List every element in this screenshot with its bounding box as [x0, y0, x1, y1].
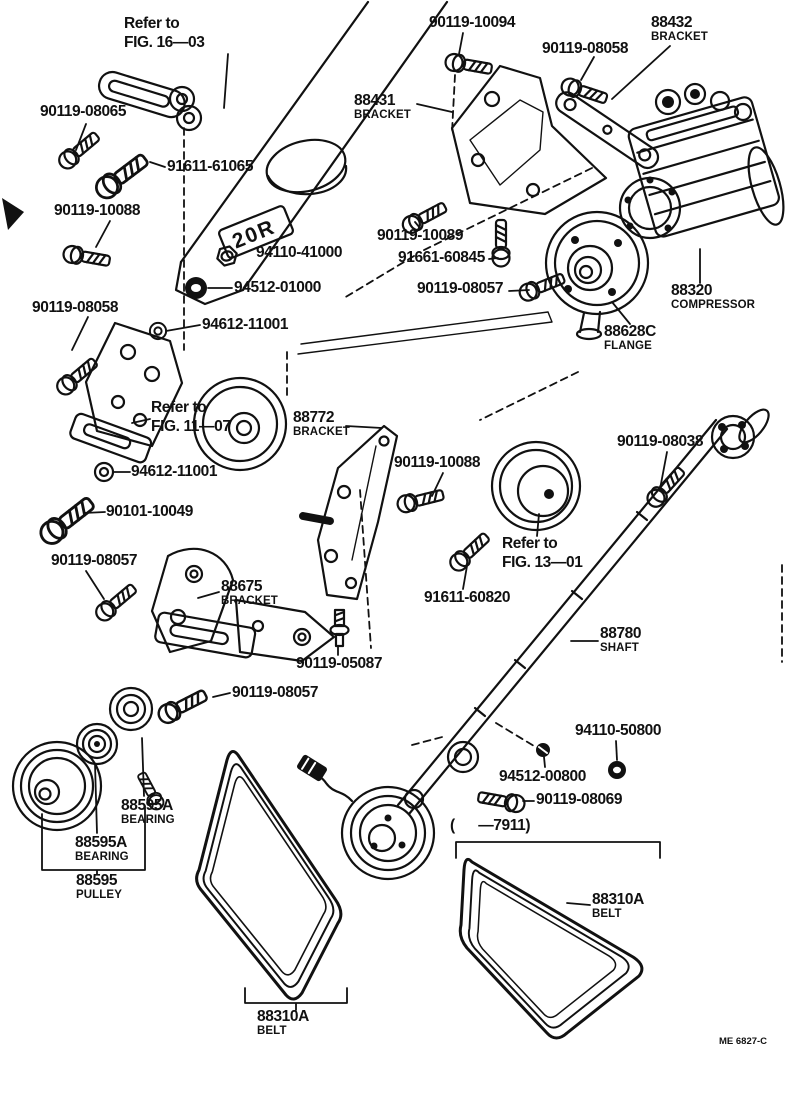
- part-label-90119-08057-c: 90119-08057: [232, 684, 319, 701]
- part-label-94612-11001-a: 94612-11001: [202, 316, 289, 333]
- part-label-90119-08058-b: 90119-08058: [542, 40, 629, 57]
- bolt-91611-60820-icon: [445, 528, 494, 576]
- pulley-88595: [11, 740, 103, 832]
- leader-lines: [41, 32, 701, 1011]
- part-label-90101-10049: 90101-10049: [106, 503, 193, 520]
- part-label-90119-10089: 90119-10089: [377, 227, 464, 244]
- bolt-90119-08057-a-icon: [91, 579, 141, 626]
- compressor-88320: [618, 82, 785, 240]
- part-label-94110-41000: 94110-41000: [256, 244, 343, 261]
- idler-pulley: [490, 440, 582, 532]
- part-label-90119-08058-a: 90119-08058: [32, 299, 119, 316]
- bolt-90119-10088-a-icon: [61, 243, 113, 271]
- bracket-88432: [555, 91, 660, 170]
- bracket-88675: [150, 547, 336, 663]
- bracket-88772: [299, 424, 399, 601]
- part-label-90119-08057-a: 90119-08057: [51, 552, 138, 569]
- bolt-tip-edge-icon: [2, 198, 24, 230]
- part-label-90119-08038: 90119-08038: [617, 433, 704, 450]
- bolt-90101-10049-icon: [34, 491, 100, 550]
- part-label-90119-08065: 90119-08065: [40, 103, 127, 120]
- bolt-90119-08069-icon: [475, 787, 527, 815]
- bolt-91611-61065-icon: [90, 148, 153, 204]
- part-label-90119-10088-a: 90119-10088: [54, 202, 141, 219]
- belt-88310a-right: [458, 857, 644, 1040]
- nut-94512-01000-icon: [185, 277, 207, 299]
- bracket-88431: [450, 64, 608, 216]
- drawing-code: ME 6827-C: [719, 1036, 768, 1047]
- flange-88628c: [544, 210, 650, 341]
- part-label-94512-01000: 94512-01000: [234, 279, 321, 296]
- part-label-94512-00800: 94512-00800: [499, 768, 586, 785]
- bolt-90119-10094-icon: [443, 51, 495, 79]
- part-label-91611-61065: 91611-61065: [167, 158, 254, 175]
- mount-plate: [69, 321, 184, 464]
- bolt-90119-08065-icon: [54, 127, 104, 174]
- crank-pulley: [192, 376, 288, 472]
- part-label-91661-60845: 91661-60845: [398, 249, 485, 266]
- part-label-91611-60820: 91611-60820: [424, 589, 511, 606]
- part-label-range-7911: ( —7911): [450, 817, 531, 834]
- magnet-clutch: [297, 754, 436, 881]
- washer-94512-00800-icon: [536, 743, 550, 757]
- stud-90119-05087-icon: [329, 608, 350, 648]
- belt-88310a-left: [195, 750, 343, 1001]
- bearing-88595a-1: [75, 722, 119, 766]
- part-label-90119-10094: 90119-10094: [429, 14, 516, 31]
- part-label-90119-05087: 90119-05087: [296, 655, 383, 672]
- part-label-94612-11001-b: 94612-11001: [131, 463, 218, 480]
- bolt-90119-08058-a-icon: [52, 353, 102, 400]
- bearing-88595a-2: [108, 686, 154, 732]
- nut-94110-50800-icon: [608, 761, 626, 779]
- part-label-94110-50800: 94110-50800: [575, 722, 662, 739]
- bolt-90119-08057-c-icon: [154, 684, 211, 728]
- part-label-90119-08069: 90119-08069: [536, 791, 623, 808]
- part-label-90119-08057-b: 90119-08057: [417, 280, 504, 297]
- adjusting-arm: [97, 70, 203, 132]
- bolt-90119-10088-b-icon: [394, 485, 447, 516]
- bolt-91661-60845-icon: [491, 218, 511, 268]
- part-label-90119-10088-b: 90119-10088: [394, 454, 481, 471]
- washer-94612-11001-b-icon: [93, 461, 115, 483]
